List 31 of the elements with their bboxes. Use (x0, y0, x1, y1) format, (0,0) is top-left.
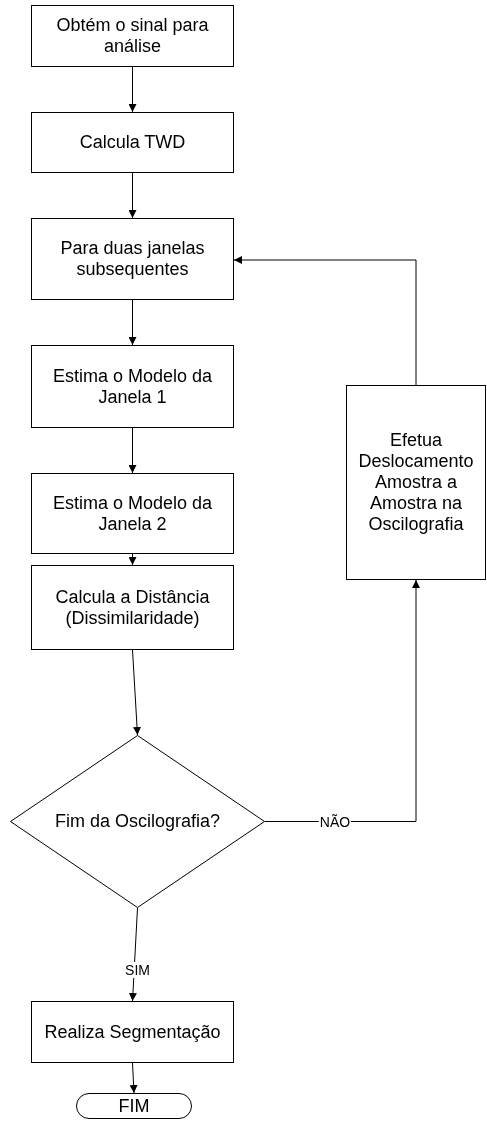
process-box (31, 5, 234, 67)
node-label: FIM (118, 1095, 150, 1117)
arrow (132, 649, 141, 736)
edge-label: SIM (124, 962, 151, 978)
node-label: Realiza Segmentação (44, 1021, 221, 1043)
process-box (346, 385, 486, 580)
edge-label: NÃO (318, 813, 352, 830)
process-box (31, 112, 234, 173)
arrow (233, 256, 417, 386)
node-label: Fim da Oscilografia? (54, 811, 221, 832)
node-label: Efetua Deslocamento Amostra a Amostra na Oscilografia (357, 430, 475, 535)
node-label: Obtém o sinal para análise (55, 15, 210, 57)
node-label: Estima o Modelo da Janela 1 (51, 365, 214, 408)
arrow (128, 553, 137, 566)
arrow (128, 66, 137, 113)
process-box (31, 1001, 234, 1063)
node-label: Para duas janelas subsequentes (59, 238, 206, 280)
arrow (129, 1062, 138, 1094)
process-box (31, 565, 234, 650)
node-label: Estima o Modelo da Janela 2 (51, 492, 214, 535)
decision-diamond (10, 735, 265, 908)
arrow (264, 579, 420, 822)
arrow (128, 427, 137, 474)
node-label: Calcula a Distância (Dissimilaridade) (54, 586, 211, 629)
arrow (128, 299, 137, 346)
process-box (31, 345, 234, 428)
process-box (31, 218, 234, 300)
arrow (128, 172, 137, 219)
terminator-shape (76, 1093, 192, 1119)
process-box (31, 473, 234, 554)
node-label: Calcula TWD (79, 132, 186, 153)
